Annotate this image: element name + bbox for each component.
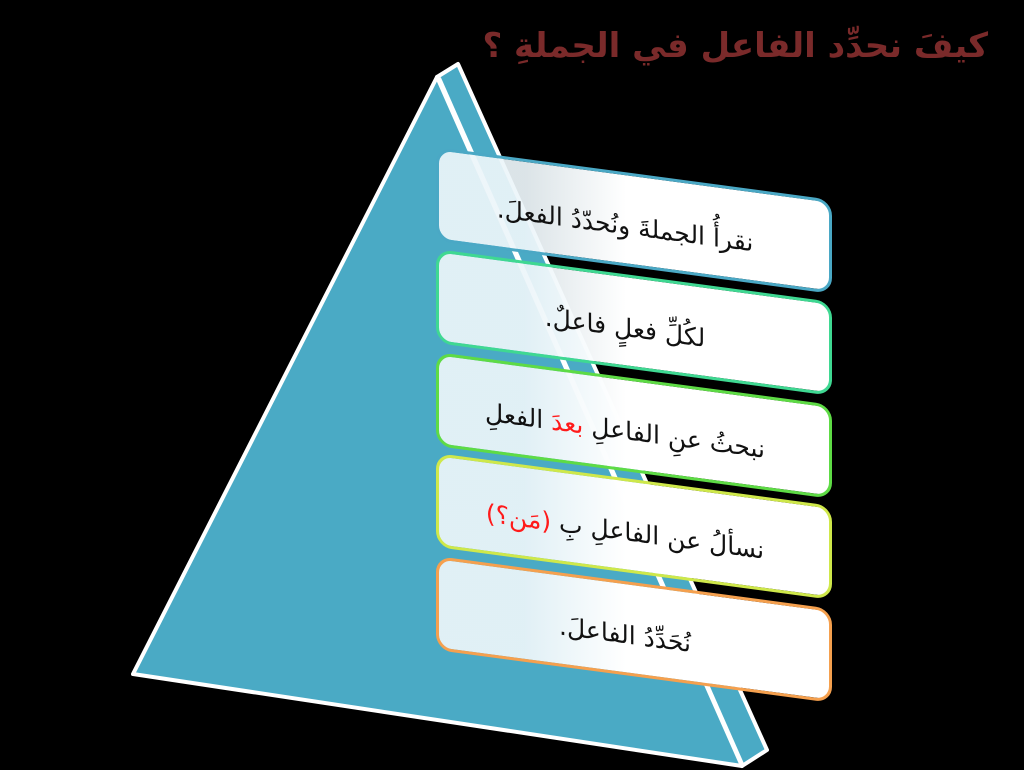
step-text-3-highlight: بعدَ <box>551 405 584 440</box>
step-text-4-before: نسألُ عن الفاعلِ بِ <box>551 506 765 565</box>
step-text-5: نُحَدِّدُ الفاعلَ. <box>559 610 691 658</box>
step-text-3-after: الفعلِ <box>485 397 552 435</box>
step-text-2: لكُلِّ فعلٍ فاعلٌ. <box>544 302 706 353</box>
step-text-3-before: نبحثُ عنِ الفاعلِ <box>583 410 765 464</box>
step-text-4-highlight: (مَن؟) <box>485 498 552 536</box>
page-title: كيفَ نحدِّد الفاعل في الجملةِ ؟ <box>482 26 988 66</box>
step-text-4: نسألُ عن الفاعلِ بِ (مَن؟) <box>486 498 782 567</box>
step-text-3: نبحثُ عنِ الفاعلِ بعدَ الفعلِ <box>485 397 783 466</box>
step-text-1: نقرأُ الجملةَ ونُحدّدُ الفعلَ. <box>496 193 754 257</box>
